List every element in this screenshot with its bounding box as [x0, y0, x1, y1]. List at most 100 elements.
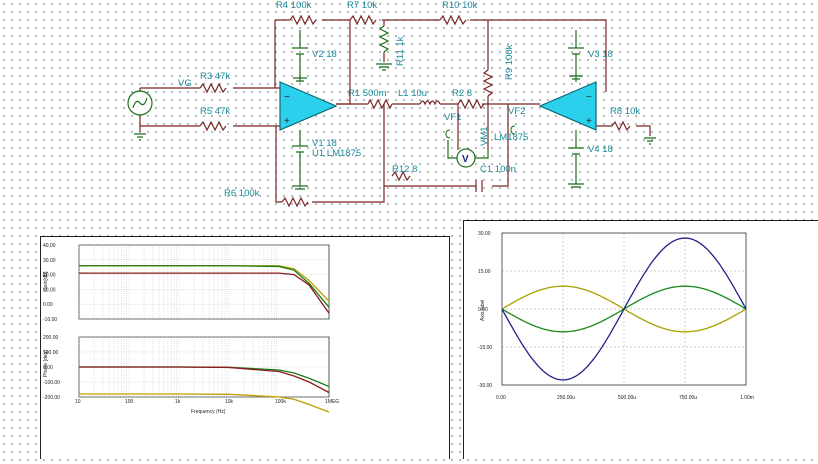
transient-plot-window[interactable]: Axis label 30.00 15.00 0.00 -15.00 -30.00 0.…	[463, 220, 818, 459]
gain-axis-label: Gain[dB]	[43, 271, 49, 291]
x-tick-label: 1.00m	[740, 395, 754, 401]
label-r5: R5 47k	[200, 106, 230, 117]
resistor-r10[interactable]	[439, 14, 467, 26]
resistor-r4[interactable]	[289, 14, 317, 26]
y-tick-label: 15.00	[478, 269, 491, 275]
label-r7: R7 10k	[347, 0, 377, 11]
y-tick-label: 40.00	[43, 243, 56, 249]
x-tick-label: 1k	[175, 399, 181, 405]
x-tick-label: 0.00	[496, 395, 506, 401]
y-tick-label: 20.00	[43, 273, 56, 279]
phase-axis-label: Phase [deg]	[43, 350, 49, 377]
label-u1: U1 LM1875	[312, 148, 361, 159]
bode-series-1	[79, 366, 330, 388]
x-tick-label: 10k	[225, 399, 234, 405]
voltmeter-icon[interactable]: V	[447, 140, 489, 168]
ground-icon	[376, 63, 392, 71]
label-u2: LM1875	[494, 132, 528, 143]
y-tick-label: 0.00	[43, 365, 53, 371]
svg-text:−: −	[284, 92, 290, 103]
ground-icon	[644, 137, 656, 145]
label-v3: V3 18	[588, 49, 613, 60]
opamp-u1[interactable]	[279, 81, 338, 131]
bode-series-0	[79, 393, 330, 413]
bode-plot: Gain[dB] Phase [deg] Frequency (Hz) 40.0…	[43, 243, 339, 415]
y-tick-label: 10.00	[43, 287, 56, 293]
y-tick-label: -30.00	[478, 383, 492, 389]
bode-series-2	[79, 272, 330, 314]
x-tick-label: 500.00u	[618, 395, 636, 401]
label-r1: R1 500m	[348, 88, 387, 99]
opamp-u2[interactable]	[538, 81, 597, 131]
y-tick-label: 0.00	[43, 302, 53, 308]
label-r6: R6 100k	[224, 188, 260, 199]
resistor-r2[interactable]	[457, 98, 485, 110]
transient-series-2	[501, 237, 747, 381]
label-vf2: VF2	[508, 106, 525, 117]
resistor-r7[interactable]	[349, 14, 377, 26]
circuit-schematic[interactable]: − + − + V R4 100k R7 10k R10 10k R11 1k …	[0, 0, 818, 215]
label-v4: V4 18	[588, 144, 613, 155]
x-tick-label: 100k	[275, 399, 286, 405]
resistor-r3[interactable]	[199, 82, 227, 94]
supply-v1[interactable]	[292, 130, 308, 190]
label-r8: R8 10k	[610, 106, 640, 117]
label-r9: R9 100k	[504, 44, 515, 80]
x-tick-label: 1MEG	[325, 399, 339, 405]
signal-generator-icon[interactable]	[127, 90, 153, 116]
resistor-r11[interactable]	[378, 25, 390, 53]
label-r4: R4 100k	[276, 0, 312, 11]
inductor-l1[interactable]	[419, 100, 441, 106]
y-tick-label: -10.00	[43, 317, 57, 323]
ground-icon	[134, 133, 146, 141]
label-r12: R12 8	[392, 164, 417, 175]
y-tick-label: 30.00	[478, 231, 491, 237]
resistor-r12[interactable]	[391, 170, 411, 182]
frequency-axis-label: Frequency (Hz)	[191, 409, 226, 415]
label-r11: R11 1k	[395, 36, 406, 66]
label-v2: V2 18	[312, 49, 337, 60]
svg-text:+: +	[284, 116, 290, 127]
label-r10: R10 10k	[442, 0, 478, 11]
svg-text:+: +	[586, 116, 592, 127]
bode-series-0	[79, 265, 330, 302]
y-axis-label: Axis label	[480, 300, 486, 321]
label-v1: V1 18	[312, 138, 337, 149]
y-tick-label: -200.00	[43, 395, 60, 401]
label-r3: R3 47k	[200, 71, 230, 82]
y-tick-label: 30.00	[43, 258, 56, 264]
resistor-r6[interactable]	[281, 196, 309, 208]
x-tick-label: 100	[125, 399, 134, 405]
label-vf1: VF1	[444, 112, 461, 123]
x-tick-label: 10	[75, 399, 81, 405]
y-tick-label: -100.00	[43, 380, 60, 386]
label-l1: L1 10u	[398, 88, 427, 99]
probe-icon	[510, 125, 516, 135]
supply-v4[interactable]	[568, 130, 584, 188]
plot-area	[78, 244, 330, 320]
supply-v3[interactable]	[568, 30, 584, 82]
resistor-r8[interactable]	[611, 120, 631, 132]
x-tick-label: 750.00u	[679, 395, 697, 401]
probe-icon	[445, 129, 451, 139]
capacitor-c1[interactable]	[475, 180, 483, 192]
label-r2: R2 8	[452, 88, 472, 99]
transient-plot: Axis label 30.00 15.00 0.00 -15.00 -30.00 0.…	[478, 231, 754, 401]
label-c1: C1 100n	[480, 164, 516, 175]
label-vm1: VM1	[479, 126, 490, 146]
label-vg: VG	[178, 78, 192, 89]
bode-series-2	[79, 366, 330, 394]
y-tick-label: -15.00	[478, 345, 492, 351]
x-tick-label: 250.00u	[557, 395, 575, 401]
supply-v2[interactable]	[292, 30, 308, 82]
svg-text:−: −	[586, 92, 592, 103]
bode-plot-window[interactable]: Gain[dB] Phase [deg] Frequency (Hz) 40.0…	[40, 236, 450, 459]
resistor-r9[interactable]	[482, 69, 494, 97]
resistor-r5[interactable]	[199, 120, 227, 132]
svg-text:V: V	[462, 154, 469, 165]
y-tick-label: 200.00	[43, 335, 59, 341]
y-tick-label: 100.00	[43, 350, 59, 356]
bode-series-1	[79, 265, 330, 308]
resistor-r1[interactable]	[367, 98, 393, 110]
y-tick-label: 0.00	[478, 307, 488, 313]
